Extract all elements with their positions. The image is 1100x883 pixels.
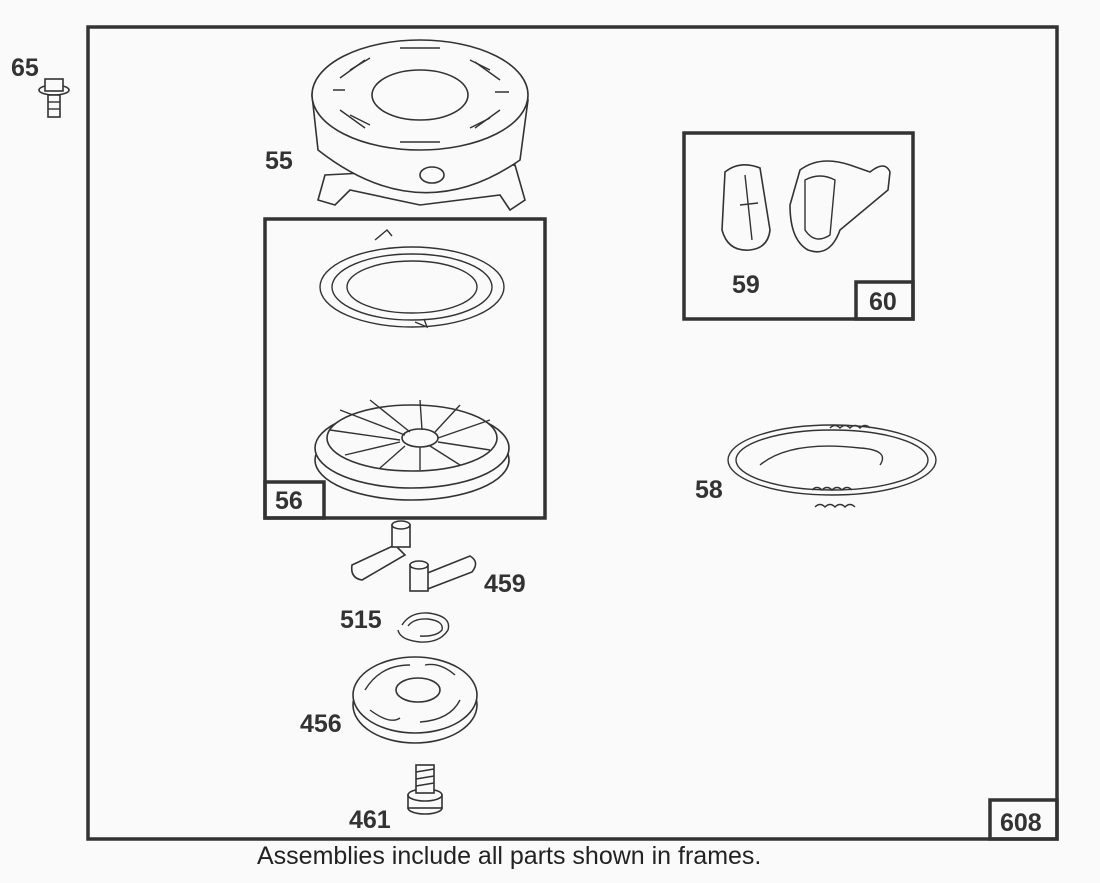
assembly-frame-608 xyxy=(86,25,1059,841)
starter-rope-58-drawing xyxy=(727,424,937,508)
recoil-spring-drawing xyxy=(319,229,505,329)
bolt-65-drawing xyxy=(38,78,70,118)
retainer-ring-515-drawing xyxy=(397,612,450,643)
part-label-59: 59 xyxy=(732,271,760,299)
part-label-515: 515 xyxy=(340,606,382,634)
part-label-58: 58 xyxy=(695,476,723,504)
starter-handle-59-drawing xyxy=(721,160,891,253)
part-label-459: 459 xyxy=(484,570,526,598)
screw-461-drawing xyxy=(407,764,443,815)
part-label-55: 55 xyxy=(265,147,293,175)
assembly-caption: Assemblies include all parts shown in fr… xyxy=(257,842,761,870)
frame-number-608: 608 xyxy=(1000,809,1042,837)
part-label-456: 456 xyxy=(300,710,342,738)
pawl-459-drawing xyxy=(350,520,477,592)
part-label-461: 461 xyxy=(349,806,391,834)
part-label-65: 65 xyxy=(11,54,39,82)
ratchet-456-drawing xyxy=(352,656,478,744)
pulley-drawing xyxy=(314,399,510,501)
starter-housing-55-drawing xyxy=(311,39,529,212)
assembly-frame-56 xyxy=(263,217,547,520)
assembly-frame-60 xyxy=(682,131,915,321)
frame-number-60: 60 xyxy=(869,288,897,316)
frame-label-box-608 xyxy=(988,798,1059,841)
frame-label-box-56 xyxy=(263,480,326,520)
frame-number-56: 56 xyxy=(275,487,303,515)
frame-label-box-60 xyxy=(854,280,915,321)
